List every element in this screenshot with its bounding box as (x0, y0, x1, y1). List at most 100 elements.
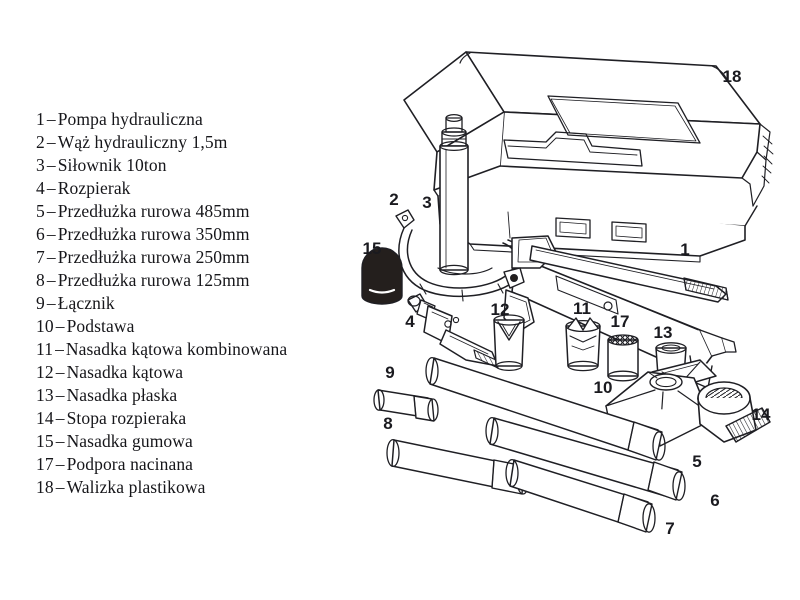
legend-item-dash: – (46, 109, 56, 129)
callout-4-spreader: 4 (405, 312, 415, 331)
part-9-connector (373, 389, 439, 422)
callout-1-pump: 1 (680, 240, 690, 259)
legend-item-label: Pompa hydrauliczna (57, 109, 203, 129)
legend-item-7: 7–Przedłużka rurowa 250mm (36, 246, 366, 269)
part-14-spreader-foot (697, 381, 771, 443)
legend-item-number: 9 (36, 293, 45, 313)
legend-item-13: 13–Nasadka płaska (36, 384, 366, 407)
callout-6-tube-350: 6 (710, 491, 720, 510)
part-3-hydraulic-cylinder (439, 113, 469, 276)
legend-item-label: Przedłużka rurowa 485mm (57, 201, 250, 221)
legend-item-1: 1–Pompa hydrauliczna (36, 108, 366, 131)
callout-10-base: 10 (593, 378, 613, 397)
part-17-serrated-support (607, 334, 639, 382)
legend-item-dash: – (55, 408, 65, 428)
callout-5-tube-485: 5 (692, 452, 702, 471)
legend-item-label: Stopa rozpieraka (66, 408, 187, 428)
legend-item-label: Przedłużka rurowa 250mm (57, 247, 250, 267)
legend-item-18: 18–Walizka plastikowa (36, 476, 366, 499)
callout-8-tube-125: 8 (383, 414, 393, 433)
legend-item-number: 7 (36, 247, 45, 267)
legend-item-label: Łącznik (57, 293, 115, 313)
legend-item-number: 11 (36, 339, 54, 359)
legend-item-dash: – (46, 270, 56, 290)
callout-15-rubber-cap: 15 (362, 239, 382, 258)
legend-item-number: 6 (36, 224, 45, 244)
legend-item-10: 10–Podstawa (36, 315, 366, 338)
legend-item-label: Nasadka kątowa kombinowana (65, 339, 288, 359)
part-10-base (605, 371, 709, 447)
legend-item-11: 11–Nasadka kątowa kombinowana (36, 338, 366, 361)
part-5-extension-tube-485 (425, 356, 666, 461)
legend-item-number: 17 (36, 454, 54, 474)
legend-item-dash: – (55, 339, 64, 359)
legend-item-14: 14–Stopa rozpieraka (36, 407, 366, 430)
legend-item-number: 12 (36, 362, 54, 382)
legend-item-number: 1 (36, 109, 45, 129)
legend-item-dash: – (55, 454, 65, 474)
part-12-angle-head (493, 314, 525, 372)
legend-item-dash: – (46, 247, 56, 267)
callout-2-hose: 2 (389, 190, 399, 209)
callout-9-connector: 9 (385, 363, 395, 382)
legend-item-4: 4–Rozpierak (36, 177, 366, 200)
legend-item-dash: – (55, 385, 65, 405)
legend-item-3: 3–Siłownik 10ton (36, 154, 366, 177)
legend-item-5: 5–Przedłużka rurowa 485mm (36, 200, 366, 223)
legend-item-dash: – (55, 362, 65, 382)
legend-item-15: 15–Nasadka gumowa (36, 430, 366, 453)
legend-item-17: 17–Podpora nacinana (36, 453, 366, 476)
legend-item-label: Przedłużka rurowa 350mm (57, 224, 250, 244)
callout-14-spreader-foot: 14 (751, 405, 771, 424)
legend-item-number: 13 (36, 385, 54, 405)
legend-item-label: Przedłużka rurowa 125mm (57, 270, 250, 290)
legend-item-label: Wąż hydrauliczny 1,5m (57, 132, 228, 152)
part-1-hydraulic-pump (503, 235, 737, 389)
legend-item-label: Walizka plastikowa (66, 477, 206, 497)
legend-item-dash: – (55, 316, 65, 336)
part-7-extension-tube-250 (505, 458, 656, 533)
part-15-rubber-cap (361, 247, 403, 305)
legend-item-label: Rozpierak (57, 178, 131, 198)
legend-item-dash: – (46, 132, 56, 152)
legend-item-number: 3 (36, 155, 45, 175)
callout-18-case: 18 (722, 67, 742, 86)
callout-13-flat-head: 13 (653, 323, 673, 342)
legend-item-dash: – (46, 201, 56, 221)
legend-item-6: 6–Przedłużka rurowa 350mm (36, 223, 366, 246)
legend-item-label: Podpora nacinana (66, 454, 194, 474)
legend-item-dash: – (46, 224, 56, 244)
legend-item-dash: – (55, 477, 65, 497)
legend-item-dash: – (46, 178, 56, 198)
legend-item-2: 2–Wąż hydrauliczny 1,5m (36, 131, 366, 154)
part-4-spreader (407, 293, 499, 369)
legend-item-number: 15 (36, 431, 54, 451)
legend-item-number: 4 (36, 178, 45, 198)
legend-item-number: 14 (36, 408, 54, 428)
legend-item-label: Nasadka kątowa (66, 362, 184, 382)
legend-item-dash: – (55, 431, 65, 451)
callout-12-angle-head: 12 (490, 300, 510, 319)
legend-item-12: 12–Nasadka kątowa (36, 361, 366, 384)
legend-item-label: Siłownik 10ton (57, 155, 167, 175)
callout-7-tube-250: 7 (665, 519, 675, 538)
legend-item-label: Podstawa (66, 316, 135, 336)
legend-item-number: 18 (36, 477, 54, 497)
legend-item-number: 8 (36, 270, 45, 290)
legend-item-label: Nasadka gumowa (66, 431, 193, 451)
legend-item-number: 10 (36, 316, 54, 336)
legend-item-dash: – (46, 155, 56, 175)
part-18-plastic-case (403, 51, 774, 263)
part-11-combination-angle-head (565, 317, 601, 372)
legend-item-label: Nasadka płaska (66, 385, 178, 405)
callout-17-serrated-support: 17 (610, 312, 630, 331)
legend-item-dash: – (46, 293, 56, 313)
legend-item-number: 5 (36, 201, 45, 221)
legend-item-8: 8–Przedłużka rurowa 125mm (36, 269, 366, 292)
legend-item-number: 2 (36, 132, 45, 152)
callout-11-combi-head: 11 (573, 299, 591, 318)
